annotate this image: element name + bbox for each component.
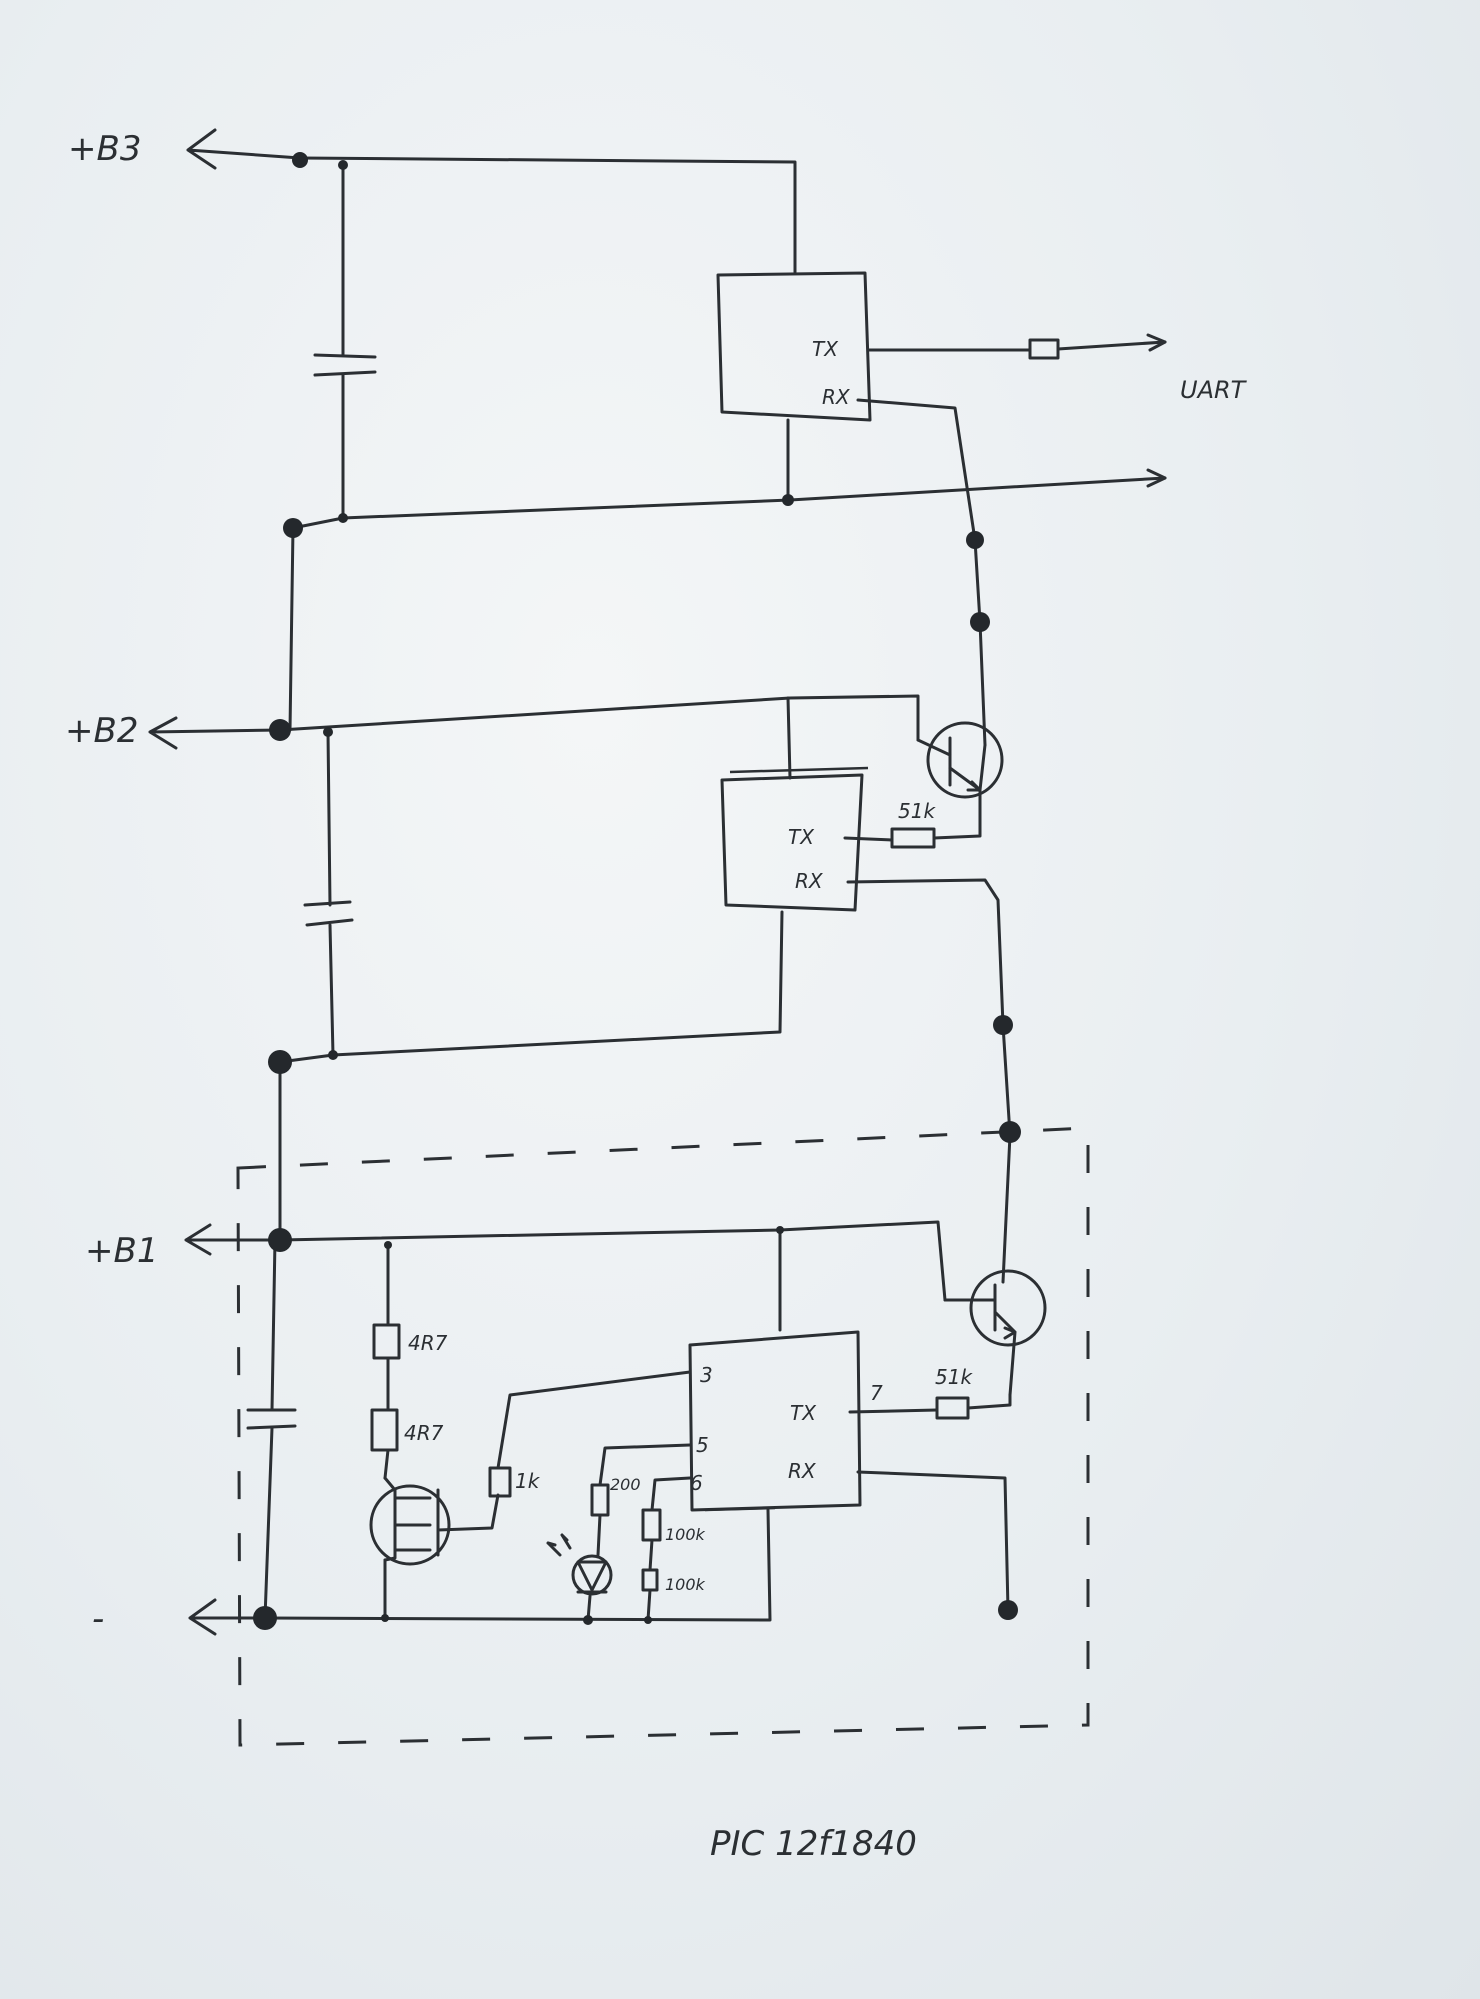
b3-capacitor xyxy=(313,353,377,377)
b2-link-wire xyxy=(288,526,295,732)
module3-rx-label: RX xyxy=(822,385,851,409)
module2-box-edge xyxy=(729,766,869,774)
label-b2: +B2 xyxy=(65,711,138,751)
pic-chip-box xyxy=(688,1330,862,1512)
label-200: 200 xyxy=(610,1475,641,1494)
pic-tx-wire xyxy=(848,1393,1012,1414)
label-b3: +B3 xyxy=(68,129,141,169)
resistor-1k xyxy=(488,1466,512,1498)
label-4r7-a: 4R7 xyxy=(408,1331,448,1355)
b3-rail-wire xyxy=(298,156,797,274)
module2-rx-label: RX xyxy=(795,869,824,893)
b1-cap-wire xyxy=(263,1238,277,1620)
pic-boundary xyxy=(236,1126,1090,1747)
b3-arrow xyxy=(186,128,302,170)
label-100k-a: 100k xyxy=(665,1525,706,1544)
module2-tx-wire xyxy=(843,788,982,842)
module3-tx-label: TX xyxy=(812,337,839,361)
b3-ground-wire xyxy=(291,476,1167,530)
power-chain-wire xyxy=(383,1243,390,1620)
junction-nodes xyxy=(253,152,1021,1630)
transistor-top xyxy=(926,721,1004,799)
pic-tx-label: TX xyxy=(790,1401,817,1425)
b2-arrow xyxy=(148,716,282,750)
module2-supply-wire xyxy=(786,696,792,780)
module2-rx-wire xyxy=(846,878,1012,1137)
module3-box xyxy=(716,271,872,422)
label-uart: UART xyxy=(1180,376,1248,404)
label-4r7-b: 4R7 xyxy=(404,1421,444,1445)
b2-cap-wire xyxy=(326,730,335,1057)
resistor-51k-top xyxy=(890,827,936,849)
divider-branch-wire xyxy=(646,1476,692,1622)
resistor-51k-bottom xyxy=(935,1396,970,1420)
led-symbol xyxy=(546,1533,608,1594)
label-minus: - xyxy=(92,1599,104,1639)
module2-tx-label: TX xyxy=(788,825,815,849)
resistor-4r7-a xyxy=(372,1323,401,1360)
transistor-bottom xyxy=(969,1269,1047,1347)
pin6-label: 6 xyxy=(690,1471,703,1495)
uart-tx-arrow xyxy=(1146,333,1167,352)
b2-rail-wire xyxy=(278,694,920,742)
label-b1: +B1 xyxy=(85,1231,158,1271)
transistor-top-leads xyxy=(916,736,987,792)
module3-rx-wire xyxy=(856,398,987,747)
label-51k-top: 51k xyxy=(898,799,936,823)
b1-arrow xyxy=(184,1223,282,1256)
minus-arrow xyxy=(188,1598,267,1636)
resistor-4r7-b xyxy=(370,1408,399,1452)
led-circle xyxy=(571,1554,613,1596)
uart-resistor xyxy=(1028,338,1060,360)
b2-capacitor xyxy=(303,900,354,927)
pic-rx-wire xyxy=(856,1470,1010,1612)
label-1k: 1k xyxy=(515,1469,541,1493)
pin3-label: 3 xyxy=(700,1363,713,1387)
resistor-100k-a xyxy=(641,1508,662,1542)
uart-tx-wire xyxy=(866,340,1167,352)
resistor-100k-b xyxy=(641,1568,659,1592)
gate-wire xyxy=(496,1370,692,1470)
footer-pic-label: PIC 12f1840 xyxy=(710,1824,917,1864)
label-100k-b: 100k xyxy=(665,1575,706,1594)
module2-box xyxy=(720,773,864,912)
b1-rail-wire xyxy=(278,1220,947,1302)
b2-ground-wire xyxy=(278,910,784,1064)
transistor-bottom-leads xyxy=(943,1133,1017,1397)
label-51k-bottom: 51k xyxy=(935,1365,973,1389)
resistor-200 xyxy=(590,1483,610,1517)
b1-capacitor xyxy=(246,1408,297,1430)
pin7-label: 7 xyxy=(870,1381,883,1405)
pic-rx-label: RX xyxy=(788,1459,817,1483)
mosfet-leads xyxy=(383,1476,500,1562)
mosfet xyxy=(369,1484,451,1566)
ground-rail-wire xyxy=(263,1508,772,1622)
pin5-label: 5 xyxy=(696,1433,709,1457)
pic-chip-shadow xyxy=(704,1506,776,1512)
b3-ground-arrow xyxy=(1146,468,1167,488)
